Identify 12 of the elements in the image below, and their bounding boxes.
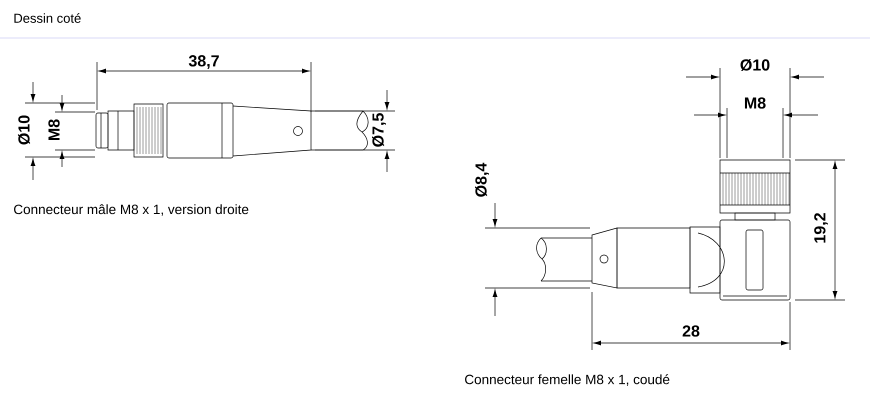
dimension-label: Ø8,4 (475, 162, 489, 197)
dimension-label: Ø10 (18, 116, 30, 144)
dimension-label: M8 (744, 97, 766, 109)
dimension-label: 38,7 (188, 55, 219, 69)
dimension-label: 28 (682, 325, 700, 337)
dimension-label: Ø7,5 (372, 113, 386, 147)
caption: Connecteur mâle M8 x 1, version droite (14, 204, 248, 216)
dimension-label: Ø10 (740, 58, 770, 72)
dimension-label: M8 (48, 119, 60, 140)
caption: Connecteur femelle M8 x 1, coudé (465, 374, 670, 386)
dimension-label: 19,2 (814, 213, 828, 243)
title: Dessin coté (14, 13, 81, 23)
